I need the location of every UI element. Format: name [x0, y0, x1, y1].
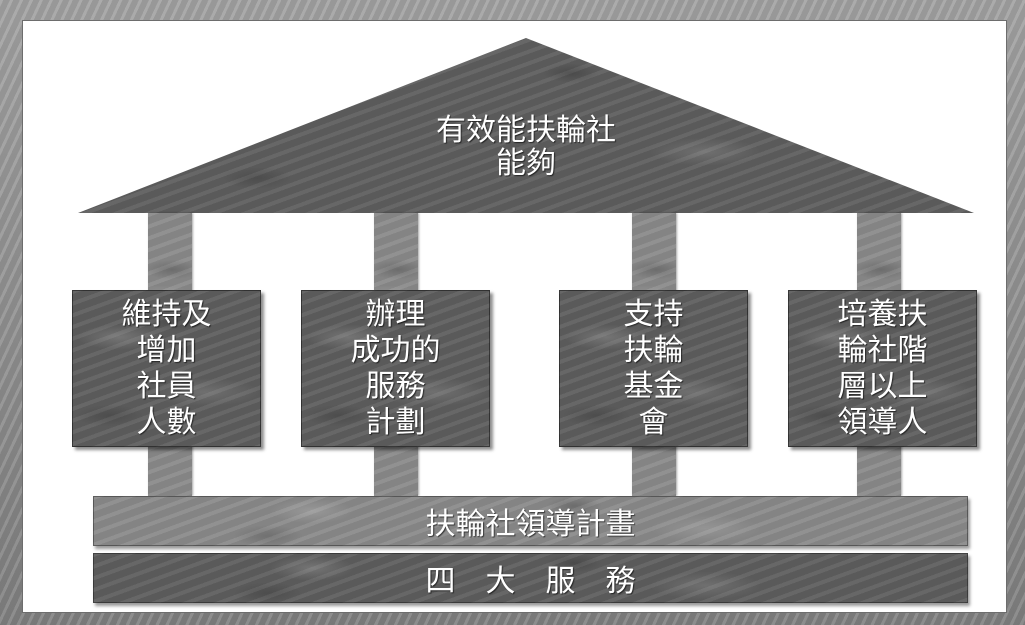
pillar-box-4: 培養扶 輪社階 層以上 領導人: [788, 290, 977, 447]
pillar-box-3: 支持 扶輪 基金 會: [559, 290, 748, 447]
pillar-label-3: 支持 扶輪 基金 會: [623, 296, 684, 440]
pillar-label-4: 培養扶 輪社階 層以上 領導人: [837, 296, 928, 440]
pillar-label-2: 辦理 成功的 服務 計劃: [350, 296, 441, 440]
base-band: 四 大 服 務: [93, 553, 968, 603]
base-band-label: 四 大 服 務: [425, 564, 636, 599]
pillar-label-1: 維持及 增加 社員 人數: [121, 296, 212, 440]
pillar-box-2: 辦理 成功的 服務 計劃: [301, 290, 490, 447]
roof: 有效能扶輪社 能夠: [78, 38, 974, 213]
roof-title: 有效能扶輪社 能夠: [436, 113, 616, 181]
plan-band-label: 扶輪社領導計畫: [425, 507, 636, 542]
pillar-box-1: 維持及 增加 社員 人數: [72, 290, 261, 447]
plan-band: 扶輪社領導計畫: [93, 496, 968, 546]
